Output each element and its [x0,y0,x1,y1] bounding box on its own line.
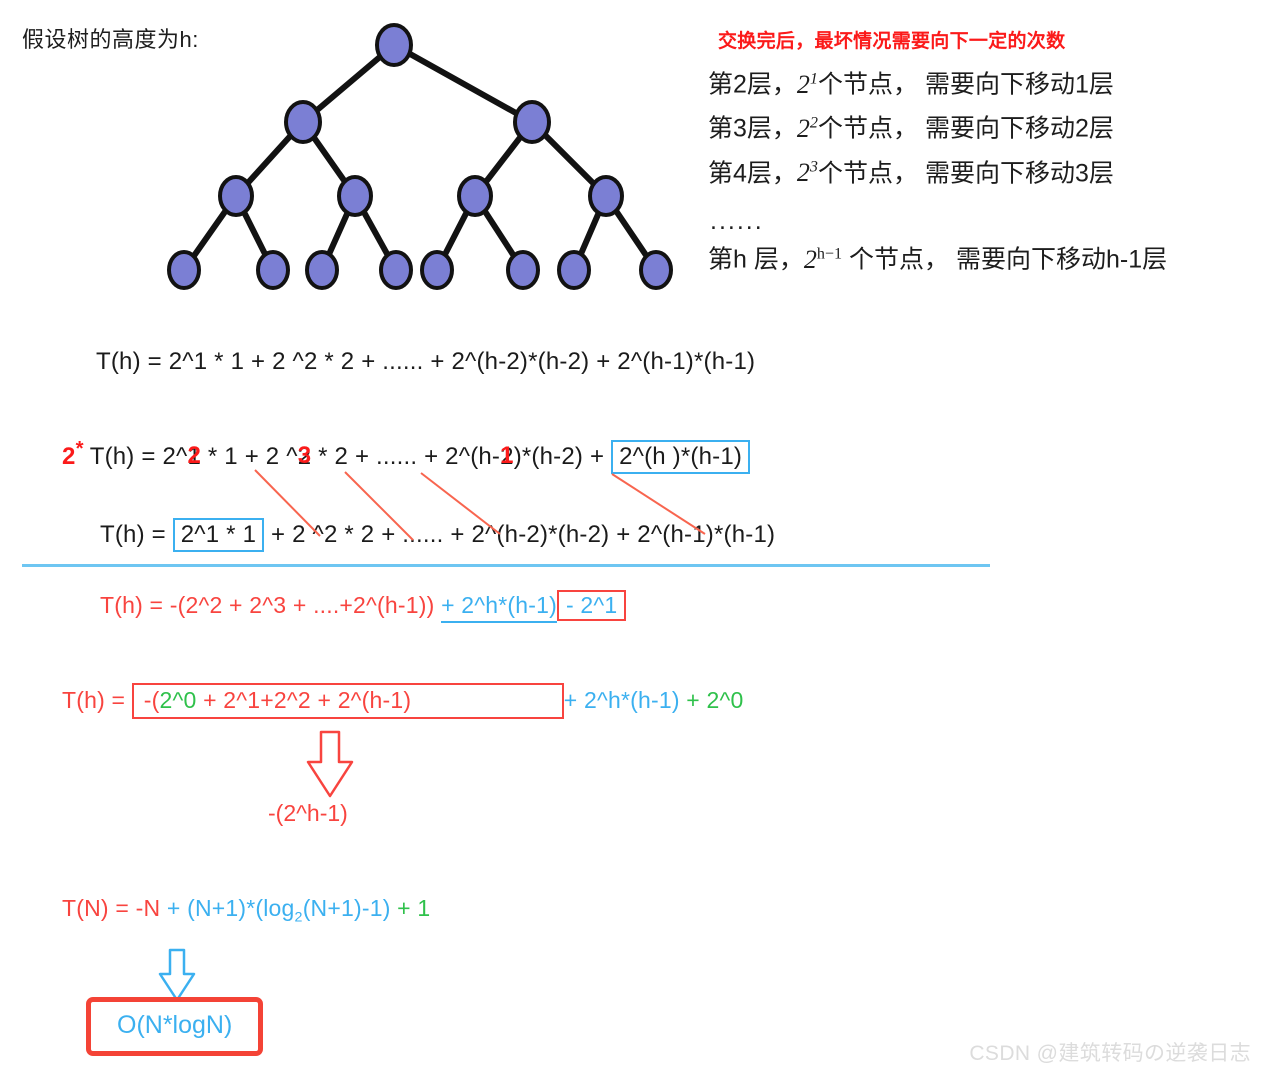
complexity-result-box: O(N*logN) [86,997,264,1056]
power-exponent: 1 [809,70,818,87]
blue-prefix: + (N+1)*(log [166,895,295,921]
equation-2-term1-base: 2^ [162,443,188,470]
level-line-suffix: 需要向下移动2层 [924,114,1114,143]
power-term: 22 [797,114,818,143]
level-line-suffix: 需要向下移动h-1层 [955,245,1168,274]
boxed-rest: + 2^1+2^2 + 2^(h-1) [196,687,412,713]
equation-final-blue: + (N+1)*(log2(N+1)-1) [166,895,391,925]
level-line-middle: 个节点， [817,159,918,188]
tree-caption: 假设树的高度为h: [22,27,199,52]
level-line: 第2层，21个节点， 需要向下移动1层 [708,69,1260,100]
power-base: 2 [796,113,810,143]
equation-4: T(h) = -(2^2 + 2^3 + ....+2^(h-1)) + 2^h… [100,590,627,623]
multiplier-value: 2 [62,443,76,470]
original-exponent: 1 [187,443,202,470]
binary-tree-figure [140,10,700,305]
red-down-arrow-icon [306,730,354,798]
equation-3-lhs: T(h) = [100,521,173,548]
level-ellipsis: ...... [710,206,764,235]
level-line-suffix: 需要向下移动1层 [924,70,1114,99]
equation-1: T(h) = 2^1 * 1 + 2 ^2 * 2 + ...... + 2^(… [96,348,755,376]
boxed-prefix: -( [143,687,160,713]
power-exponent: 3 [809,158,818,176]
level-line-middle: 个节点， [817,70,918,99]
equation-3-rest: + 2 ^2 * 2 + ...... + 2^(h-2)*(h-2) + 2^… [264,521,776,548]
level-line-middle: 个节点， [842,245,950,274]
level-line-prefix: 第h 层， [708,245,804,274]
power-term: 21 [797,70,818,99]
tree-nodes [167,23,673,290]
equation-2-lhs: T(h) = [89,443,163,470]
log-subscript: 2 [294,909,303,926]
equation-1-body: 2^1 * 1 + 2 ^2 * 2 + ...... + 2^(h-2)*(h… [168,348,756,375]
corrected-digit: 1 [500,442,514,469]
level-line-middle: 个节点， [817,114,918,143]
equation-1-lhs: T(h) = [96,348,169,375]
equation-5-blue-tail: + 2^h*(h-1) [563,687,680,713]
level-line: 第3层，22个节点， 需要向下移动2层 [708,113,1260,144]
power-exponent: h−1 [816,244,843,262]
equation-3: T(h) = 2^1 * 1 + 2 ^2 * 2 + ...... + 2^(… [100,518,776,553]
power-base: 2 [796,158,810,188]
equation-5-lhs: T(h) = [62,687,132,713]
level-line-suffix: 需要向下移动3层 [924,159,1114,188]
power-term: 2h−1 [804,245,842,274]
equation-3-boxed-term: 2^1 * 1 [172,518,265,553]
corrected-exponent: 2 [187,442,202,469]
equation-5-green-tail: + 2^0 [686,687,744,713]
original-digit: 2 [500,443,514,470]
boxed-green-term: 2^0 [159,687,197,713]
power-exponent: 2 [809,114,818,132]
power-base: 2 [796,69,810,99]
power-base: 2 [803,244,817,274]
level-line-prefix: 第4层， [708,159,797,188]
multiplier-operator: * [75,438,84,460]
equation-final: T(N) = -N + (N+1)*(log2(N+1)-1) + 1 [62,895,430,925]
equation-2-term3-tail: )*(h-2) + [513,443,612,470]
equation-2-multiplier: 2* [62,438,84,470]
blue-suffix: (N+1)-1) [302,895,391,921]
levels-panel-title: 交换完后，最坏情况需要向下一定的次数 [718,31,1066,52]
level-line-prefix: 第3层， [708,114,797,143]
equation-final-red: T(N) = -N [62,895,167,921]
corrected-exponent: 3 [297,442,312,469]
blue-down-arrow-icon [158,948,196,1002]
original-exponent: 2 [297,443,312,470]
equation-final-green: + 1 [390,895,431,921]
levels-panel: 交换完后，最坏情况需要向下一定的次数 第2层，21个节点， 需要向下移动1层 第… [700,18,1260,288]
equation-5: T(h) = -(2^0 + 2^1+2^2 + 2^(h-1)+ 2^h*(h… [62,683,744,720]
equation-2-term1-tail: * 1 + 2 ^ [201,443,298,470]
watermark: CSDN @建筑转码の逆袭日志 [969,1042,1251,1065]
level-line-last: 第h 层，2h−1 个节点， 需要向下移动h-1层 [708,244,1260,275]
collapsed-sum-result: -(2^h-1) [268,800,348,826]
equation-2-boxed-term: 2^(h )*(h-1) [611,440,751,475]
section-divider [22,564,990,567]
equation-2-term2-tail: * 2 + ...... + 2^(h- [311,443,501,470]
level-line: 第4层，23个节点， 需要向下移动3层 [708,158,1260,189]
equation-4-boxed-term: - 2^1 [556,590,627,622]
equation-4-lhs: T(h) = -(2^2 + 2^3 + ....+2^(h-1)) [100,592,435,618]
level-line-prefix: 第2层， [708,70,797,99]
power-term: 23 [797,158,818,187]
tree-edges [181,42,659,273]
complexity-result-text: O(N*logN) [117,1011,233,1039]
equation-5-boxed-group: -(2^0 + 2^1+2^2 + 2^(h-1) [131,683,564,720]
equation-4-blue-term: + 2^h*(h-1) [441,592,557,623]
